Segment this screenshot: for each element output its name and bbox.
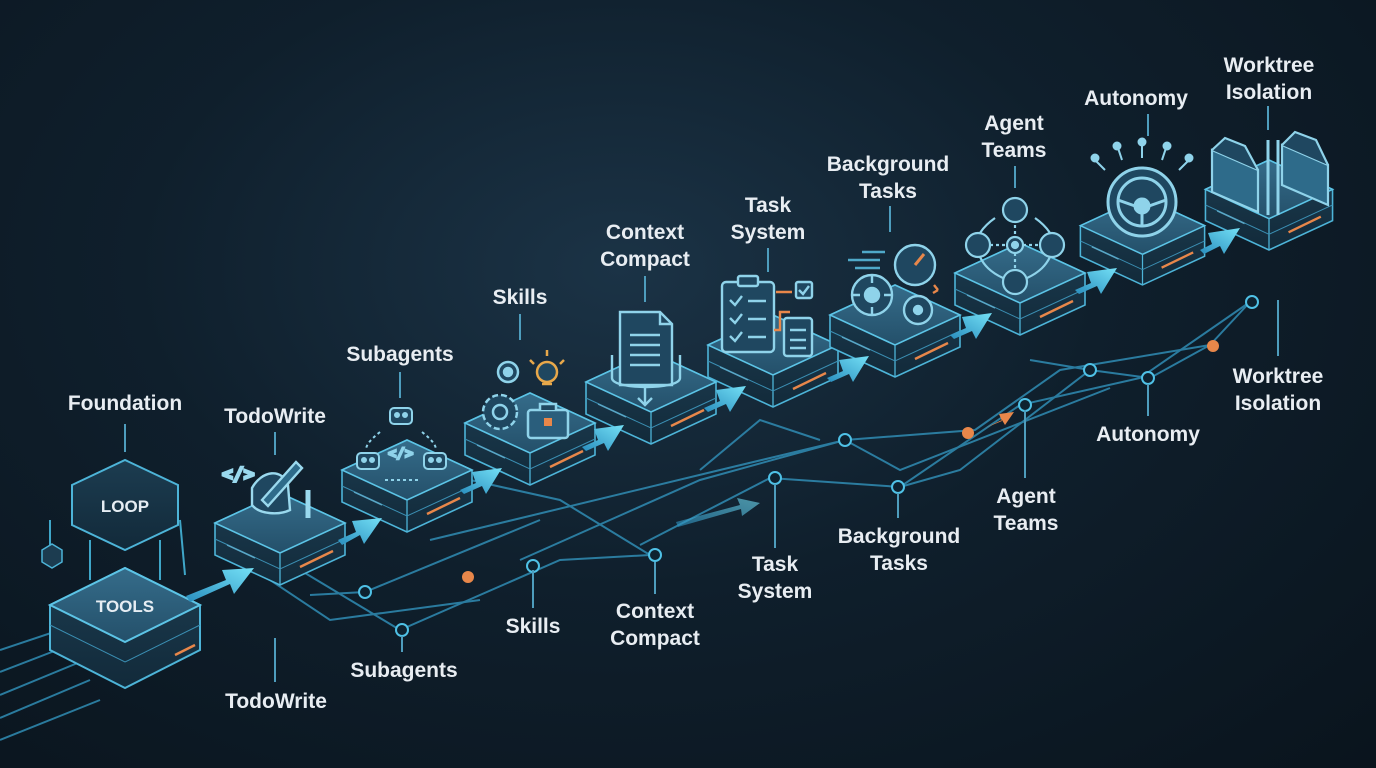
loop-hexagon: LOOP — [71, 458, 179, 552]
foundation-block: LOOP TOOLS — [41, 458, 203, 690]
svg-text:</>: </> — [222, 464, 255, 485]
label-task-bottom-2: System — [738, 580, 813, 603]
label-task-bottom-1: Task — [752, 553, 799, 576]
label-worktree-top-2: Isolation — [1226, 81, 1312, 104]
label-background-top-1: Background — [827, 153, 950, 176]
label-context-top-2: Compact — [600, 248, 690, 271]
label-background-bottom-2: Tasks — [870, 552, 928, 575]
document-compact-icon — [610, 310, 682, 407]
bottom-labels: TodoWrite Subagents Skills Context Compa… — [225, 365, 1323, 713]
label-worktree-top-1: Worktree — [1224, 54, 1315, 77]
tools-block: TOOLS — [47, 566, 203, 690]
label-context-bottom-2: Compact — [610, 627, 700, 650]
label-task-top-2: System — [731, 221, 806, 244]
steering-wheel-icon — [1090, 137, 1194, 238]
tools-label: TOOLS — [96, 597, 154, 616]
arrow-1-icon — [186, 568, 254, 602]
arrow-6-icon — [827, 356, 869, 382]
label-background-top-2: Tasks — [859, 180, 917, 203]
label-leaders — [124, 106, 1279, 682]
robots-icon: </> — [356, 407, 447, 481]
label-agent-bottom-2: Teams — [994, 512, 1059, 535]
label-subagents-bottom: Subagents — [350, 659, 457, 682]
gears-bulb-icon — [481, 350, 570, 440]
label-foundation: Foundation — [68, 392, 182, 415]
label-context-top-1: Context — [606, 221, 684, 244]
progress-arrows — [186, 228, 1240, 602]
label-skills-top: Skills — [493, 286, 548, 309]
gauges-icon — [848, 243, 939, 326]
label-autonomy-bottom: Autonomy — [1096, 423, 1200, 446]
circuit-nodes — [358, 295, 1259, 637]
arrow-2-icon — [338, 518, 382, 545]
label-agent-top-1: Agent — [984, 112, 1044, 135]
label-skills-bottom: Skills — [506, 615, 561, 638]
label-todowrite-top: TodoWrite — [224, 405, 326, 428]
pencil-code-icon: </> — [221, 460, 311, 518]
team-icon — [964, 196, 1066, 296]
arrow-4-icon — [582, 425, 624, 451]
label-agent-top-2: Teams — [982, 139, 1047, 162]
label-task-top-1: Task — [745, 194, 792, 217]
arrow-9-icon — [1200, 228, 1240, 254]
arrow-3-icon — [460, 468, 502, 494]
arrow-7-icon — [950, 313, 992, 339]
top-labels: Foundation TodoWrite Subagents Skills Co… — [68, 54, 1314, 428]
label-agent-bottom-1: Agent — [996, 485, 1056, 508]
arrow-8-icon — [1075, 268, 1117, 294]
svg-text:</>: </> — [388, 446, 413, 462]
label-worktree-bottom-1: Worktree — [1233, 365, 1324, 388]
folders-icon — [1210, 130, 1330, 215]
label-autonomy-top: Autonomy — [1084, 87, 1188, 110]
label-background-bottom-1: Background — [838, 525, 961, 548]
loop-label: LOOP — [101, 497, 149, 516]
arrow-5-icon — [704, 386, 746, 412]
label-worktree-bottom-2: Isolation — [1235, 392, 1321, 415]
label-todowrite-bottom: TodoWrite — [225, 690, 327, 713]
checklist-icon — [720, 274, 814, 358]
label-context-bottom-1: Context — [616, 600, 694, 623]
label-subagents-top: Subagents — [346, 343, 453, 366]
